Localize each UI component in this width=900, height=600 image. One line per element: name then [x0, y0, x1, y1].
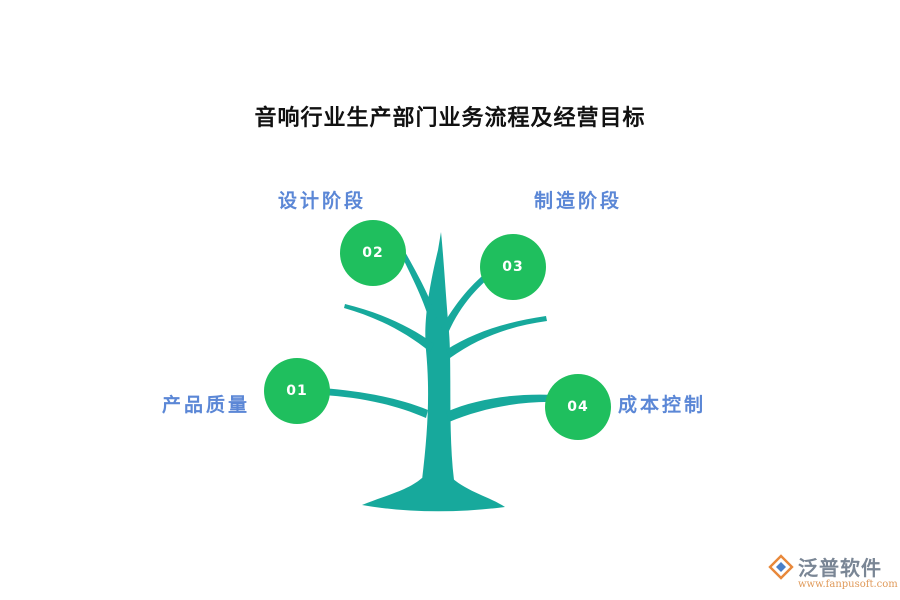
branch-upper-left	[344, 304, 434, 352]
branch-to-03	[440, 268, 496, 338]
tree-base	[362, 478, 505, 512]
branch-to-01	[322, 388, 428, 418]
label-design-stage: 设计阶段	[278, 190, 367, 212]
node-04: 04	[545, 374, 611, 440]
fanpu-logo-icon	[768, 554, 794, 580]
node-01: 01	[264, 358, 330, 424]
brand-logo: 泛普软件 www.fanpusoft.com	[768, 552, 898, 594]
branch-to-02	[400, 250, 437, 322]
tree-trunk	[422, 232, 454, 480]
node-02: 02	[340, 220, 406, 286]
node-03: 03	[480, 234, 546, 300]
brand-url: www.fanpusoft.com	[798, 579, 898, 590]
branch-to-04	[446, 394, 556, 422]
label-product-quality: 产品质量	[162, 394, 251, 416]
label-manufacturing-stage: 制造阶段	[534, 190, 623, 212]
branch-upper-right	[446, 316, 547, 358]
diagram-title: 音响行业生产部门业务流程及经营目标	[254, 106, 646, 131]
label-cost-control: 成本控制	[618, 394, 707, 416]
brand-name: 泛普软件	[798, 556, 882, 580]
